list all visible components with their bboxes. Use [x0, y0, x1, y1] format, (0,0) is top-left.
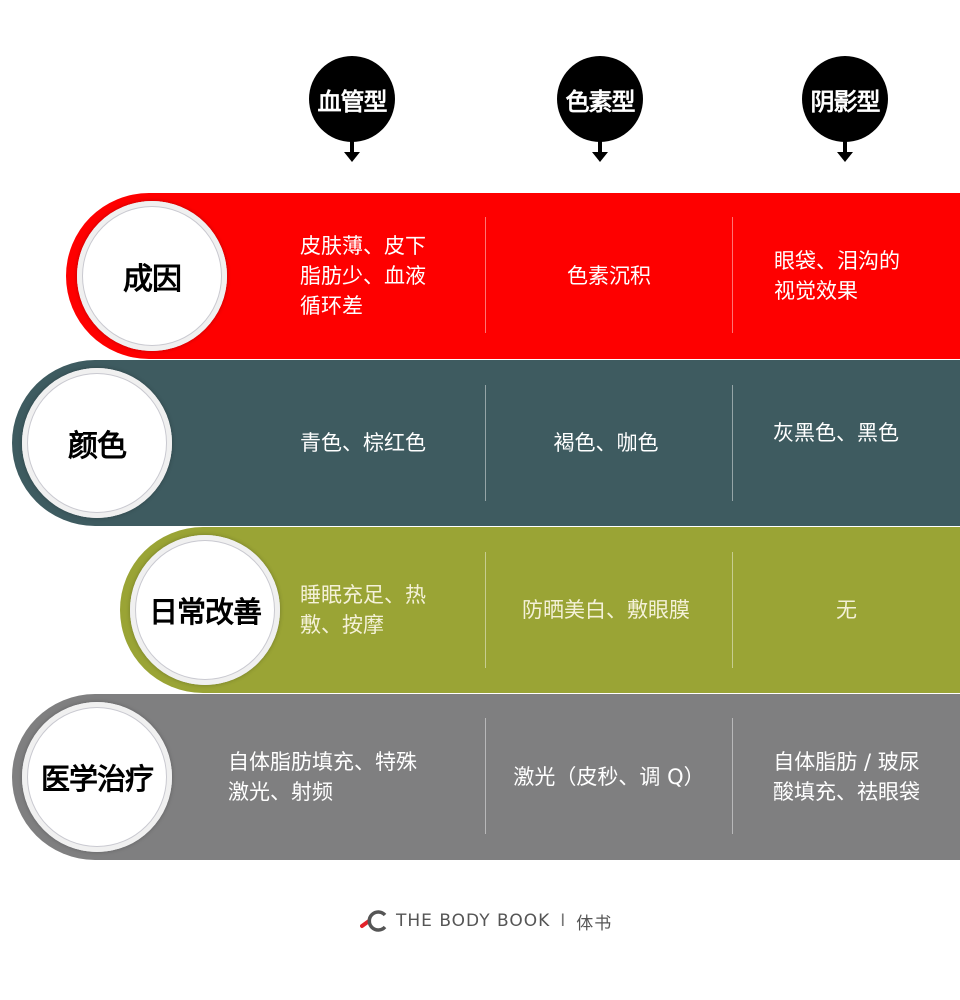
row-label-text: 日常改善: [148, 595, 262, 629]
cell-medical-vascular: 自体脂肪填充、特殊激光、射频: [228, 694, 478, 860]
column-divider: [732, 718, 733, 834]
cell-daily-vascular: 睡眠充足、热敷、按摩: [300, 527, 480, 693]
cell-color-vascular: 青色、棕红色: [300, 360, 480, 526]
column-divider: [485, 718, 486, 834]
cell-line: 酸填充、祛眼袋: [773, 780, 920, 804]
cell-line: 灰黑色、黑色: [773, 421, 899, 445]
cell-daily-pigment: 防晒美白、敷眼膜: [486, 527, 726, 693]
cell-cause-pigment: 色素沉积: [486, 193, 732, 359]
cell-line: 敷、按摩: [300, 613, 384, 637]
row-label-color: 颜色: [22, 368, 172, 518]
column-divider: [732, 385, 733, 501]
column-divider: [485, 217, 486, 333]
cell-cause-shadow: 眼袋、泪沟的视觉效果: [774, 193, 960, 359]
arrow-down-icon: [837, 138, 853, 164]
cell-daily-shadow: 无: [733, 527, 960, 693]
header-badge: 色素型: [557, 56, 643, 142]
column-divider: [485, 385, 486, 501]
cell-line: 脂肪少、血液: [300, 264, 426, 288]
arrow-down-icon: [344, 138, 360, 164]
row-label-cause: 成因: [77, 201, 227, 351]
arrow-down-icon: [592, 138, 608, 164]
row-label-medical: 医学治疗: [22, 702, 172, 852]
footer-brand: THE BODY BOOK I 体书: [360, 908, 612, 934]
cell-line: 防晒美白、敷眼膜: [522, 598, 690, 622]
cell-line: 眼袋、泪沟的: [774, 249, 900, 273]
cell-line: 自体脂肪填充、特殊: [228, 750, 417, 774]
cell-line: 自体脂肪 / 玻尿: [773, 750, 920, 774]
cell-line: 循环差: [300, 294, 363, 318]
cell-medical-shadow: 自体脂肪 / 玻尿酸填充、祛眼袋: [733, 694, 960, 860]
brand-separator: I: [560, 911, 567, 931]
cell-line: 无: [836, 598, 857, 622]
brand-logo-icon: [360, 909, 390, 933]
cell-color-pigment: 褐色、咖色: [486, 360, 726, 526]
header-badge: 血管型: [309, 56, 395, 142]
cell-cause-vascular: 皮肤薄、皮下脂肪少、血液循环差: [300, 193, 480, 359]
row-label-daily-care: 日常改善: [130, 535, 280, 685]
cell-line: 皮肤薄、皮下: [300, 234, 426, 258]
cell-line: 色素沉积: [567, 264, 651, 288]
cell-line: 青色、棕红色: [300, 431, 426, 455]
header-badge: 阴影型: [802, 56, 888, 142]
column-divider: [732, 552, 733, 668]
row-label-text: 颜色: [68, 429, 127, 464]
cell-line: 视觉效果: [774, 279, 858, 303]
column-divider: [485, 552, 486, 668]
row-label-text: 成因: [123, 262, 182, 297]
cell-line: 激光（皮秒、调 Q）: [513, 765, 705, 789]
cell-color-shadow: 灰黑色、黑色: [773, 350, 960, 516]
column-divider: [732, 217, 733, 333]
row-label-text: 医学治疗: [40, 762, 154, 796]
brand-name-cn: 体书: [576, 913, 613, 934]
cell-line: 激光、射频: [228, 780, 333, 804]
cell-line: 褐色、咖色: [553, 431, 659, 455]
cell-line: 睡眠充足、热: [300, 583, 426, 607]
cell-medical-pigment: 激光（皮秒、调 Q）: [486, 694, 732, 860]
brand-name: THE BODY BOOK: [396, 911, 551, 931]
